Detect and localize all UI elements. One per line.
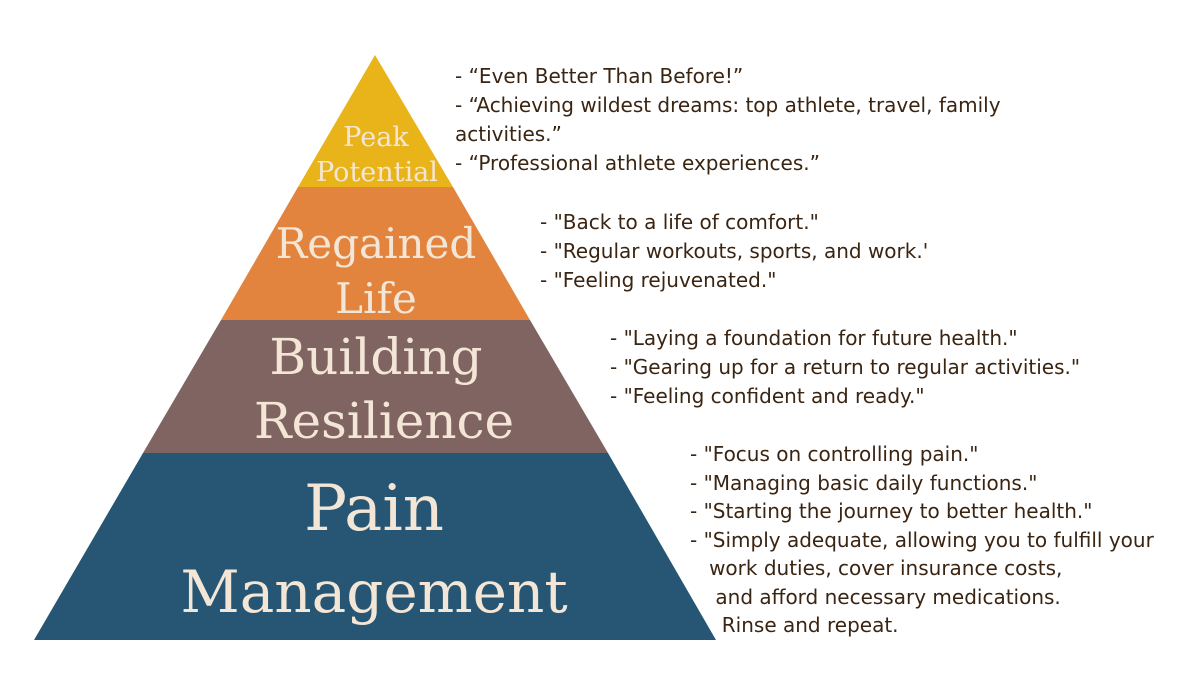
tier-regained-label-line1: Regained — [276, 219, 477, 268]
tier-regained-label-line2: Life — [335, 274, 417, 323]
tier-pain-label-line2: Management — [180, 558, 567, 626]
pain-quote-1: - "Focus on controlling pain." — [690, 442, 979, 466]
tier-building-label-line1: Building — [269, 328, 482, 386]
peak-quote-1: - “Even Better Than Before!” — [455, 64, 744, 88]
pain-quote-2: - "Managing basic daily functions." — [690, 470, 1038, 495]
peak-quote-3: - “Professional athlete experiences.” — [455, 151, 820, 175]
pain-quote-3: - "Starting the journey to better health… — [690, 499, 1093, 523]
tier-peak-label-line1: Peak — [343, 122, 409, 153]
tier-pain-label-line1: Pain — [304, 472, 444, 546]
tier-building-label-line2: Resilience — [254, 392, 514, 450]
tier-building-band — [143, 320, 608, 453]
pain-quotes: - "Focus on controlling pain." - "Managi… — [690, 440, 1154, 640]
regained-quote-2: - "Regular workouts, sports, and work.' — [540, 239, 929, 263]
peak-quotes: - “Even Better Than Before!” - “Achievin… — [455, 62, 1065, 178]
pain-quote-7: Rinse and repeat. — [690, 613, 899, 637]
tier-peak-band — [298, 55, 453, 187]
pyramid-diagram: Peak Potential Regained Life Building Re… — [34, 55, 716, 640]
building-quote-3: - "Feeling confident and ready." — [610, 384, 925, 408]
regained-quote-3: - "Feeling rejuvenated." — [540, 268, 777, 292]
pain-quote-4: - "Simply adequate, allowing you to fulf… — [690, 527, 1154, 552]
tier-regained-band — [221, 187, 530, 320]
building-quote-1: - "Laying a foundation for future health… — [610, 326, 1018, 350]
tier-pain-band — [34, 453, 716, 640]
tier-peak-label-line2: Potential — [316, 157, 438, 188]
building-quotes: - "Laying a foundation for future health… — [610, 324, 1080, 411]
building-quote-2: - "Gearing up for a return to regular ac… — [610, 355, 1081, 379]
regained-quotes: - "Back to a life of comfort." - "Regula… — [540, 208, 928, 295]
pain-quote-5: work duties, cover insurance costs, — [690, 556, 1063, 580]
regained-quote-1: - "Back to a life of comfort." — [540, 210, 819, 234]
pain-quote-6: and afford necessary medications. — [690, 584, 1061, 609]
peak-quote-2: - “Achieving wildest dreams: top athlete… — [455, 93, 1001, 146]
